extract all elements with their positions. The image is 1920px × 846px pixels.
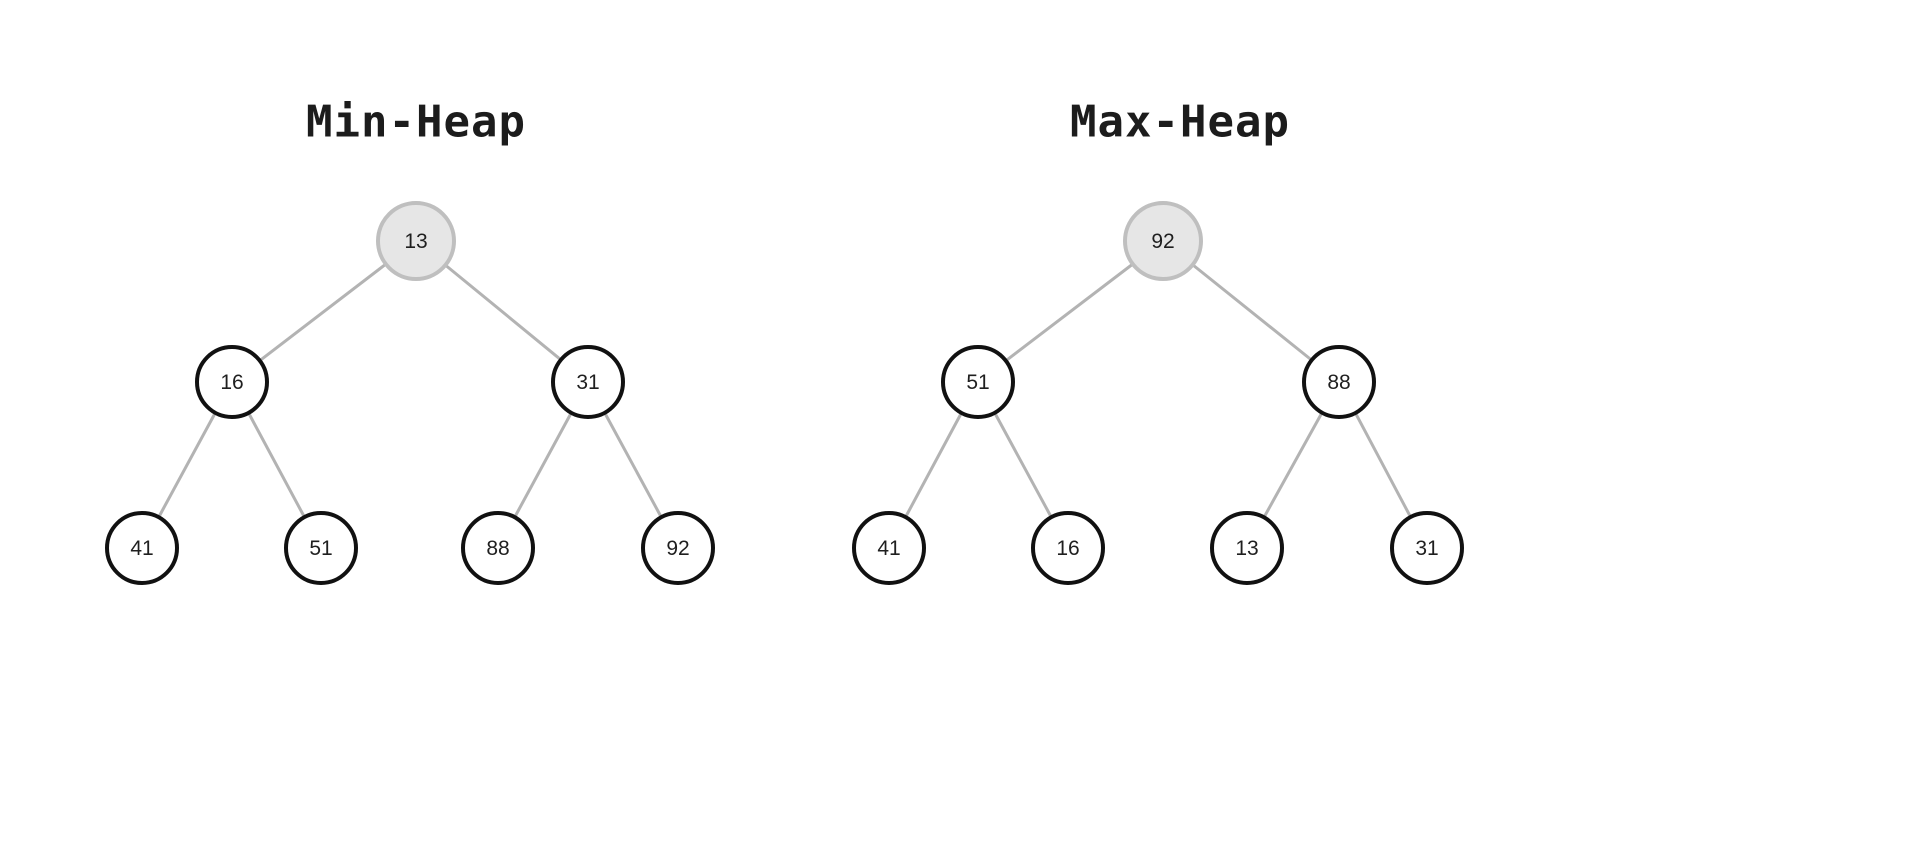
heap-node-max-n0[interactable]: 92 xyxy=(1123,201,1203,281)
heap-title-max-heap: Max-Heap xyxy=(1070,96,1290,148)
heap-node-min-n3[interactable]: 41 xyxy=(105,511,179,585)
heap-node-label: 31 xyxy=(1415,536,1439,560)
heap-node-label: 51 xyxy=(966,370,990,394)
edge-max-n1-to-max-n3 xyxy=(904,413,963,517)
heap-node-label: 92 xyxy=(1151,229,1175,253)
edge-max-n1-to-max-n4 xyxy=(994,413,1052,517)
heap-node-label: 13 xyxy=(404,229,428,253)
heap-node-max-n2[interactable]: 88 xyxy=(1302,345,1376,419)
edge-min-n2-to-min-n6 xyxy=(604,413,662,517)
heap-node-min-n2[interactable]: 31 xyxy=(551,345,625,419)
heap-node-label: 31 xyxy=(576,370,600,394)
heap-node-label: 13 xyxy=(1235,536,1259,560)
edge-min-n1-to-min-n3 xyxy=(158,413,216,517)
heap-node-max-n1[interactable]: 51 xyxy=(941,345,1015,419)
heap-node-label: 88 xyxy=(1327,370,1351,394)
heap-node-max-n3[interactable]: 41 xyxy=(852,511,926,585)
edge-min-n2-to-min-n5 xyxy=(514,413,572,517)
heap-node-min-n6[interactable]: 92 xyxy=(641,511,715,585)
heap-node-min-n4[interactable]: 51 xyxy=(284,511,358,585)
heap-node-label: 51 xyxy=(309,536,333,560)
heap-node-label: 41 xyxy=(130,536,154,560)
heap-node-label: 92 xyxy=(666,536,690,560)
edge-max-n2-to-max-n6 xyxy=(1354,413,1412,517)
edge-min-n0-to-min-n1 xyxy=(259,263,386,361)
heap-node-max-n6[interactable]: 31 xyxy=(1390,511,1464,585)
edge-max-n0-to-max-n2 xyxy=(1192,264,1312,361)
edge-max-n0-to-max-n1 xyxy=(1005,263,1133,362)
edge-max-n2-to-max-n5 xyxy=(1263,412,1323,518)
edge-min-n1-to-min-n4 xyxy=(247,413,306,517)
heap-node-label: 16 xyxy=(1056,536,1080,560)
heap-node-max-n4[interactable]: 16 xyxy=(1031,511,1105,585)
heap-node-min-n0[interactable]: 13 xyxy=(376,201,456,281)
heap-node-max-n5[interactable]: 13 xyxy=(1210,511,1284,585)
heap-node-min-n1[interactable]: 16 xyxy=(195,345,269,419)
heap-node-label: 41 xyxy=(877,536,901,560)
heap-node-min-n5[interactable]: 88 xyxy=(461,511,535,585)
heap-title-min-heap: Min-Heap xyxy=(306,96,526,148)
edge-min-n0-to-min-n2 xyxy=(445,264,561,361)
heap-node-label: 16 xyxy=(220,370,244,394)
heap-node-label: 88 xyxy=(486,536,510,560)
